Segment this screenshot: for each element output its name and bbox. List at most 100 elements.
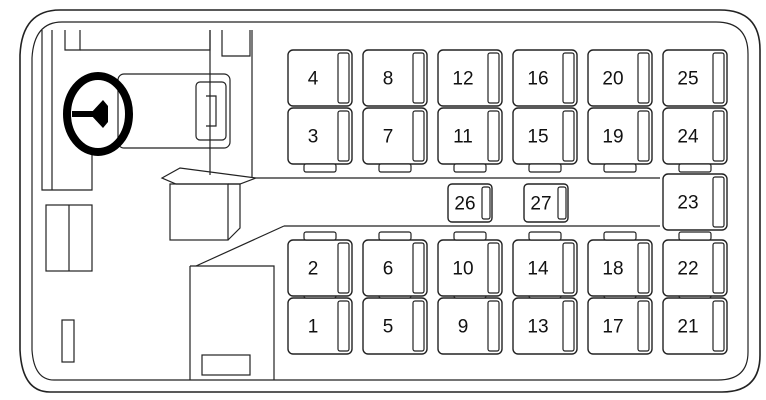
seat-27: 27	[523, 183, 569, 223]
seat-number: 3	[308, 127, 319, 148]
seat-number: 5	[383, 317, 394, 338]
seat-armrest	[412, 300, 425, 352]
driver-area	[41, 30, 257, 363]
seat-number: 17	[602, 317, 623, 338]
seat-headrest	[453, 231, 487, 241]
seat-cushion	[662, 173, 728, 231]
seat-headrest	[303, 163, 337, 173]
seat-15: 15	[512, 107, 578, 173]
seat-20: 20	[587, 49, 653, 107]
seat-number: 13	[527, 317, 548, 338]
seat-armrest	[412, 52, 425, 104]
seat-21: 21	[662, 289, 728, 355]
seat-armrest	[487, 52, 500, 104]
seat-headrest	[678, 231, 712, 241]
bus-inner-wall	[31, 21, 749, 381]
seat-6: 6	[362, 231, 428, 297]
seat-number: 8	[383, 69, 394, 90]
seat-armrest	[481, 186, 491, 220]
seat-number: 20	[602, 69, 623, 90]
seat-cushion	[287, 49, 353, 107]
seat-4: 4	[287, 49, 353, 107]
seat-number: 25	[677, 69, 698, 90]
seat-headrest	[378, 231, 412, 241]
seat-7: 7	[362, 107, 428, 173]
seat-number: 7	[383, 127, 394, 148]
seat-cushion	[437, 49, 503, 107]
seat-number: 2	[308, 259, 319, 280]
seat-headrest	[378, 163, 412, 173]
seat-18: 18	[587, 231, 653, 297]
seat-armrest	[412, 110, 425, 162]
seat-12: 12	[437, 49, 503, 107]
steering-wheel-icon	[63, 72, 133, 156]
seat-5: 5	[362, 289, 428, 355]
seat-number: 21	[677, 317, 698, 338]
seat-headrest	[603, 163, 637, 173]
seat-armrest	[637, 110, 650, 162]
aisle	[195, 177, 660, 267]
seat-armrest	[562, 110, 575, 162]
seat-cushion	[512, 49, 578, 107]
seat-13: 13	[512, 289, 578, 355]
seat-16: 16	[512, 49, 578, 107]
seat-armrest	[337, 110, 350, 162]
seat-cushion	[662, 49, 728, 107]
seat-number: 16	[527, 69, 548, 90]
seat-cushion	[523, 183, 569, 223]
seat-cushion	[287, 239, 353, 297]
seat-8: 8	[362, 49, 428, 107]
seat-cushion	[362, 297, 428, 355]
seat-cushion	[447, 183, 493, 223]
seat-headrest	[528, 163, 562, 173]
seat-1: 1	[287, 289, 353, 355]
seat-headrest	[603, 231, 637, 241]
seat-14: 14	[512, 231, 578, 297]
rear-door-area	[189, 265, 275, 380]
bus-outline	[19, 9, 761, 393]
seat-cushion	[287, 297, 353, 355]
seat-cushion	[362, 239, 428, 297]
seat-number: 6	[383, 259, 394, 280]
seat-armrest	[712, 242, 725, 294]
seat-number: 27	[530, 194, 551, 215]
seat-armrest	[637, 300, 650, 352]
seat-cushion	[437, 297, 503, 355]
seat-armrest	[337, 52, 350, 104]
seat-2: 2	[287, 231, 353, 297]
seat-armrest	[487, 242, 500, 294]
seats: 1234567891011121314151617181920212223242…	[287, 49, 728, 355]
seat-number: 12	[452, 69, 473, 90]
seat-cushion	[287, 107, 353, 165]
seat-armrest	[487, 300, 500, 352]
seat-armrest	[337, 300, 350, 352]
seat-23: 23	[662, 173, 728, 231]
seat-headrest	[528, 231, 562, 241]
seat-number: 4	[308, 69, 319, 90]
seat-armrest	[637, 242, 650, 294]
seat-cushion	[587, 49, 653, 107]
seat-number: 18	[602, 259, 623, 280]
seat-number: 26	[454, 194, 475, 215]
seat-armrest	[712, 110, 725, 162]
seat-19: 19	[587, 107, 653, 173]
seat-armrest	[562, 242, 575, 294]
seat-11: 11	[437, 107, 503, 173]
seat-number: 24	[677, 127, 699, 148]
seat-number: 11	[453, 127, 473, 148]
seat-24: 24	[662, 107, 728, 173]
seat-number: 15	[527, 127, 548, 148]
seat-9: 9	[437, 289, 503, 355]
seat-headrest	[303, 231, 337, 241]
seat-armrest	[562, 300, 575, 352]
seat-17: 17	[587, 289, 653, 355]
seat-armrest	[562, 52, 575, 104]
seat-armrest	[712, 52, 725, 104]
seat-armrest	[487, 110, 500, 162]
seat-10: 10	[437, 231, 503, 297]
seat-22: 22	[662, 231, 728, 297]
seat-cushion	[362, 107, 428, 165]
seat-armrest	[337, 242, 350, 294]
seat-cushion	[362, 49, 428, 107]
